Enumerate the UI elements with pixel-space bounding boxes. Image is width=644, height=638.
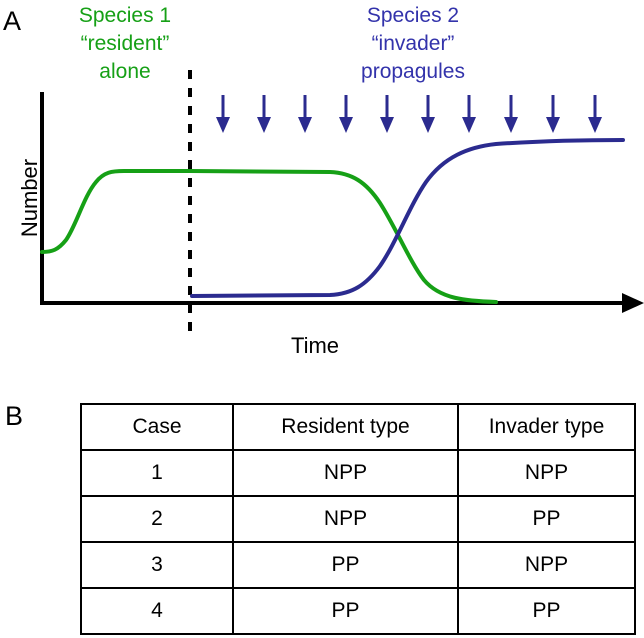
cell-invader: NPP [457,541,636,589]
cell-invader: NPP [457,449,636,497]
population-dynamics-plot [40,70,644,331]
cell-case: 3 [80,541,234,589]
cell-invader: PP [457,587,636,635]
column-header-case: Case [80,403,234,451]
table-header-row: Case Resident type Invader type [80,403,636,451]
resident-species-curve [40,169,498,304]
table-row: 2 NPP PP [80,495,636,543]
propagule-arrow [462,95,476,133]
case-table: Case Resident type Invader type 1 NPP NP… [80,403,636,635]
panel-a: A Species 1 “resident” alone Species 2 “… [3,2,644,358]
cell-case: 2 [80,495,234,543]
invader-species-curve [190,138,625,298]
species1-annotation: Species 1 “resident” alone [55,2,195,86]
propagule-arrow [257,95,271,133]
table-row: 1 NPP NPP [80,449,636,497]
x-axis-label: Time [290,333,340,358]
species2-line3: propagules [361,59,465,83]
propagule-arrow [504,95,518,133]
column-header-invader: Invader type [457,403,636,451]
propagule-arrow [298,95,312,133]
cell-case: 1 [80,449,234,497]
propagule-arrow [380,95,394,133]
species2-annotation: Species 2 “invader” propagules [328,2,498,86]
species1-line1: Species 1 [78,4,172,27]
panel-b-letter: B [5,401,24,431]
x-axis-arrowhead [622,293,644,313]
table-row: 3 PP NPP [80,541,636,589]
species1-line2: “resident” [80,31,170,55]
propagule-arrow [421,95,435,133]
species1-line3: alone [99,59,151,83]
species2-line1: Species 2 [366,4,460,27]
panel-a-letter: A [3,6,22,36]
propagule-arrow-group [216,95,602,133]
y-axis-label: Number [17,158,42,238]
cell-resident: PP [232,587,459,635]
column-header-resident: Resident type [232,403,459,451]
propagule-arrow [216,95,230,133]
cell-resident: NPP [232,495,459,543]
cell-case: 4 [80,587,234,635]
propagule-arrow [588,95,602,133]
table-row: 4 PP PP [80,587,636,635]
propagule-arrow [339,95,353,133]
cell-resident: PP [232,541,459,589]
propagule-arrow [546,95,560,133]
species2-line2: “invader” [371,31,455,55]
cell-resident: NPP [232,449,459,497]
cell-invader: PP [457,495,636,543]
